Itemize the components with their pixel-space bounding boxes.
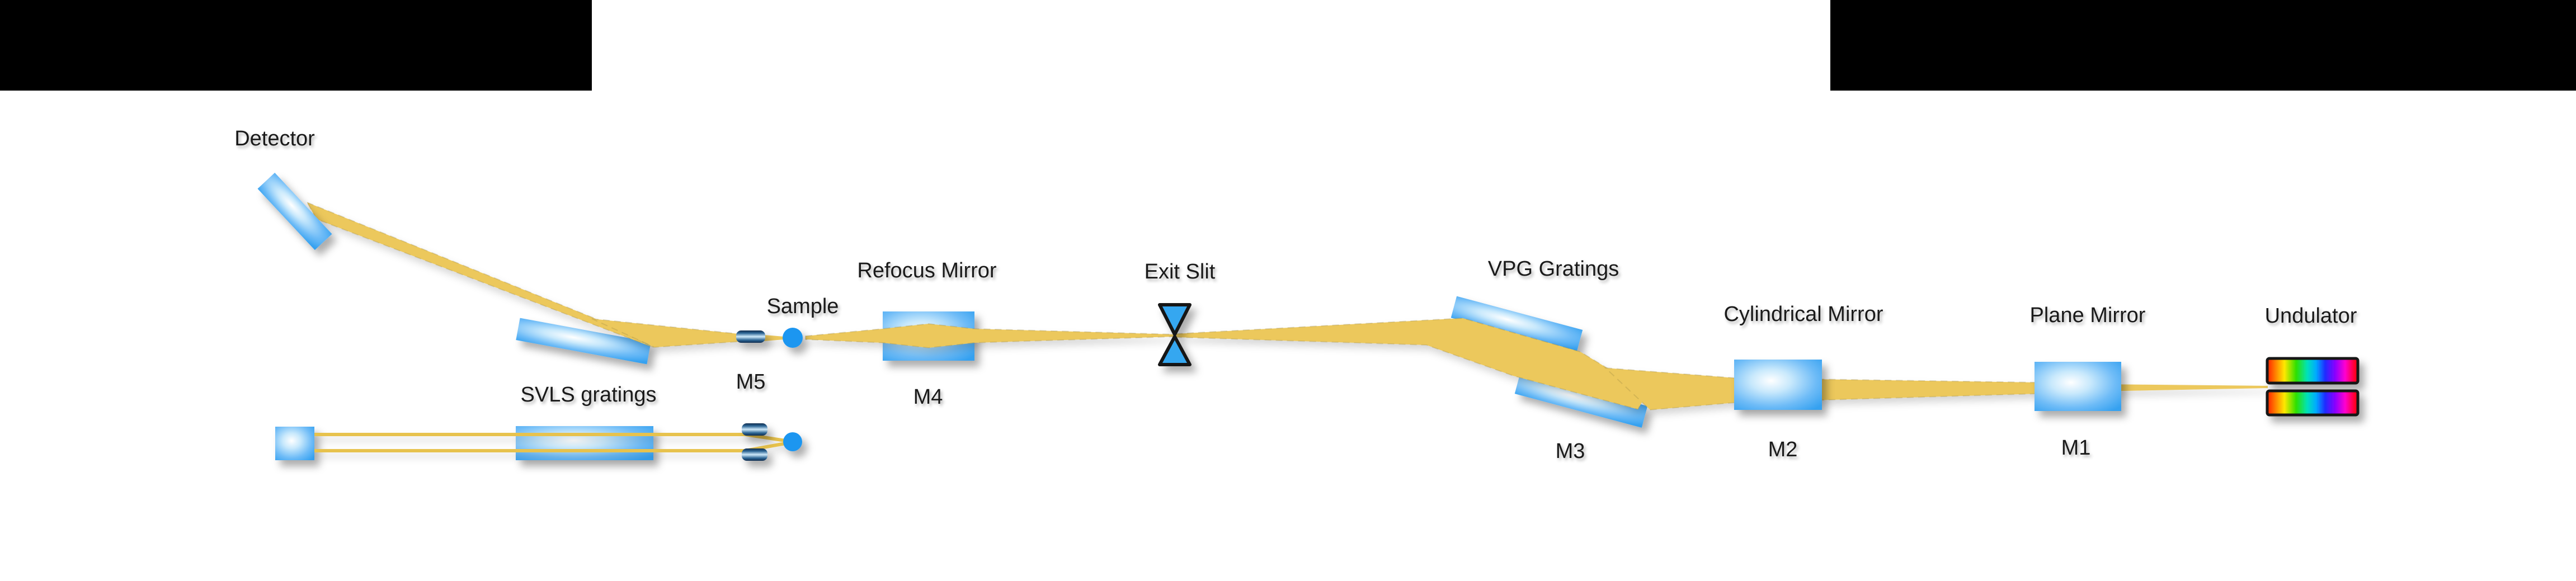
m3-mirror	[1514, 372, 1648, 428]
m5-lower-top	[742, 423, 767, 436]
label-m2: M2	[1768, 438, 1798, 461]
beam-m3-m1	[1604, 367, 2040, 411]
beam-slit-m3	[1175, 317, 1649, 410]
sample-dot-upper	[783, 328, 803, 348]
label-svls-gratings: SVLS gratings	[520, 383, 657, 407]
m1-mirror	[2035, 362, 2121, 411]
exit-slit-top	[1158, 303, 1192, 336]
label-plane-mirror: Plane Mirror	[2029, 304, 2146, 327]
label-refocus-mirror: Refocus Mirror	[857, 259, 997, 282]
lower-branch-box	[275, 427, 314, 460]
mask-top-left	[0, 0, 592, 91]
beam-grating-sample	[591, 318, 739, 348]
m5-upper	[736, 330, 765, 343]
svls-grating-upper	[516, 318, 651, 365]
beam-detector	[305, 201, 655, 348]
sample-dot-lower	[783, 432, 802, 451]
label-vpg-gratings: VPG Gratings	[1487, 257, 1619, 281]
label-m4: M4	[913, 385, 943, 409]
m5-lower-bottom	[742, 448, 767, 461]
beam-m5-sample	[764, 335, 784, 341]
label-m3: M3	[1555, 440, 1585, 463]
detector-mirror	[257, 172, 332, 251]
label-cylindrical-mirror: Cylindrical Mirror	[1723, 303, 1883, 326]
label-exit-slit: Exit Slit	[1144, 260, 1216, 284]
exit-slit-bottom	[1158, 335, 1192, 366]
m2-mirror	[1734, 360, 1822, 410]
mask-top-right	[1830, 0, 2576, 91]
label-sample: Sample	[766, 295, 839, 318]
label-detector: Detector	[234, 127, 315, 150]
vpg-grating	[1451, 296, 1583, 352]
svls-grating-lower	[516, 426, 653, 460]
label-m1: M1	[2061, 436, 2091, 460]
undulator-bottom-bar	[2266, 389, 2360, 417]
label-m5: M5	[736, 370, 766, 394]
beam-sample-slit	[805, 323, 1174, 349]
label-undulator: Undulator	[2264, 304, 2357, 328]
undulator-top-bar	[2266, 357, 2360, 385]
